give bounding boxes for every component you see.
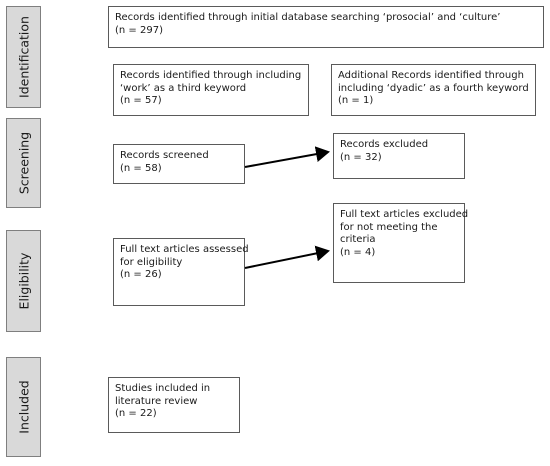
box-line: for eligibility — [120, 256, 183, 268]
arrow-assessed-to-fulltext-excluded — [244, 245, 330, 269]
box-line: Studies included in — [115, 383, 211, 394]
box-line: Full text articles excluded — [340, 209, 469, 220]
box-line: (n = 1) — [338, 95, 374, 106]
stage-screening: Screening — [6, 118, 41, 208]
box-line: (n = 4) — [340, 246, 376, 258]
box-line: (n = 32) — [340, 151, 382, 163]
box-line: ‘work’ as a third keyword — [120, 82, 247, 94]
stage-included: Included — [6, 357, 41, 457]
box-initial-search: Records identified through initial datab… — [108, 6, 544, 48]
box-line: (n = 22) — [115, 408, 157, 419]
box-line: Records identified through initial datab… — [115, 12, 501, 23]
box-work-keyword: Records identified through including ‘wo… — [113, 64, 309, 116]
stage-eligibility: Eligibility — [6, 230, 41, 332]
box-line: (n = 58) — [120, 162, 162, 174]
box-included-studies: Studies included in literature review (n… — [108, 377, 240, 433]
box-line: criteria — [340, 234, 376, 245]
box-line: Records screened — [120, 150, 209, 161]
box-fulltext-assessed: Full text articles assessed for eligibil… — [113, 238, 249, 306]
box-line: including ‘dyadic’ as a fourth keyword — [338, 82, 529, 94]
box-line: (n = 26) — [120, 269, 162, 280]
box-line: (n = 57) — [120, 95, 162, 106]
box-line: literature review — [115, 395, 198, 407]
arrow-screened-to-excluded — [244, 146, 330, 168]
box-excluded: Records excluded (n = 32) — [333, 133, 465, 179]
box-line: Records identified through including — [120, 70, 302, 81]
box-line: (n = 297) — [115, 24, 163, 36]
box-line: Records excluded — [340, 139, 429, 150]
box-line: Full text articles assessed — [120, 244, 249, 255]
box-dyadic-keyword: Additional Records identified through in… — [331, 64, 536, 116]
box-line: for not meeting the — [340, 221, 438, 233]
box-line: Additional Records identified through — [338, 70, 524, 81]
stage-identification: Identification — [6, 6, 41, 108]
box-screened: Records screened (n = 58) — [113, 144, 245, 184]
box-fulltext-excluded: Full text articles excluded for not meet… — [333, 203, 469, 283]
